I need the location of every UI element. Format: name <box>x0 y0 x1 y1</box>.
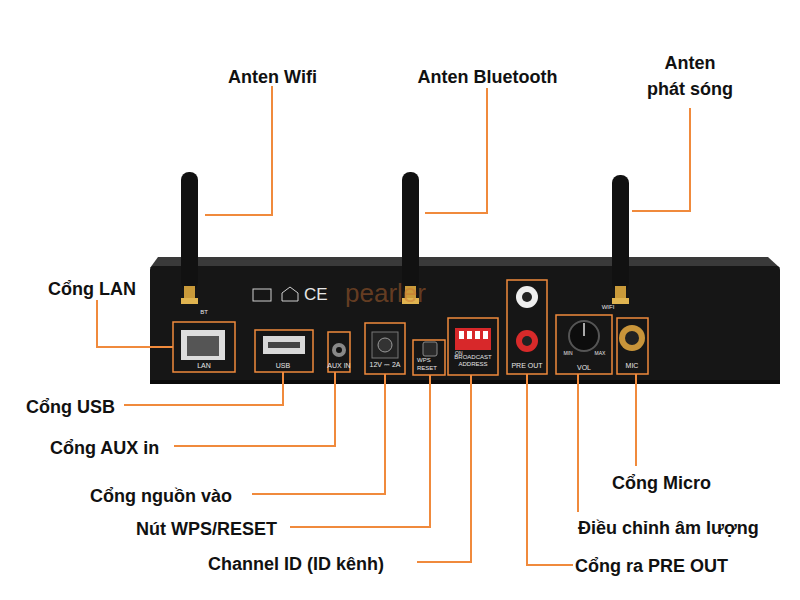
switch-label: ON <box>455 350 469 356</box>
port-label: MIC <box>617 362 647 370</box>
port-label: 12V ⎓ 2A <box>360 361 410 369</box>
port-label: AUX IN <box>319 362 359 370</box>
antenna-label: WIFI <box>596 304 620 311</box>
usb-port <box>268 342 300 348</box>
port-label: PRE OUT <box>502 362 552 370</box>
aux-jack <box>336 347 342 353</box>
callout-label: Cổng AUX in <box>50 435 159 461</box>
callout-label: Cổng LAN <box>48 276 136 302</box>
callout-label: Nút WPS/RESET <box>136 516 277 542</box>
rca-jack <box>522 292 532 302</box>
port-label: WPS <box>417 357 447 364</box>
rca-jack <box>516 330 538 352</box>
port-label: RESET <box>417 365 447 372</box>
dip-switch <box>455 328 491 350</box>
dip-switch <box>459 331 488 339</box>
port-label: LAN <box>184 362 224 370</box>
callout-label: Anten Bluetooth <box>395 64 580 90</box>
antenna <box>181 172 198 304</box>
callout-label: Anten Wifi <box>200 64 345 90</box>
antenna <box>612 175 629 304</box>
certification-icons <box>253 287 298 301</box>
usb-port <box>263 336 305 354</box>
callout-label: Cổng nguồn vào <box>90 483 232 509</box>
dc-jack <box>372 332 398 358</box>
rca-jack <box>516 286 538 308</box>
device-base <box>150 380 780 384</box>
callout-label: Cổng Micro <box>612 470 711 496</box>
volume-knob <box>583 323 585 336</box>
port-label: USB <box>263 362 303 370</box>
aux-jack <box>332 343 346 357</box>
antenna-label: BT <box>196 309 212 316</box>
callout-label: Channel ID (ID kênh) <box>208 551 384 577</box>
port-label: BROADCAST ADDRESS <box>447 354 499 368</box>
mic-jack <box>625 331 639 345</box>
device-back <box>150 266 780 384</box>
callout-label: Cổng ra PRE OUT <box>575 553 728 579</box>
wps-button <box>423 342 437 356</box>
watermark: pearler <box>345 278 495 309</box>
dc-jack <box>378 338 392 352</box>
mic-jack <box>619 325 645 351</box>
rca-jack <box>522 336 532 346</box>
lan-port <box>187 336 219 356</box>
callout-label: Anten phát sóng <box>645 50 735 102</box>
volume-knob <box>569 321 599 351</box>
port-label: VOL <box>569 364 599 372</box>
port-label: MIN <box>558 350 578 356</box>
callout-label: Cổng USB <box>26 394 115 420</box>
lan-port <box>181 330 225 360</box>
callout-label: Điều chỉnh âm lượng <box>578 515 759 541</box>
ce-mark: CE <box>304 285 334 305</box>
port-label: MAX <box>590 350 610 356</box>
